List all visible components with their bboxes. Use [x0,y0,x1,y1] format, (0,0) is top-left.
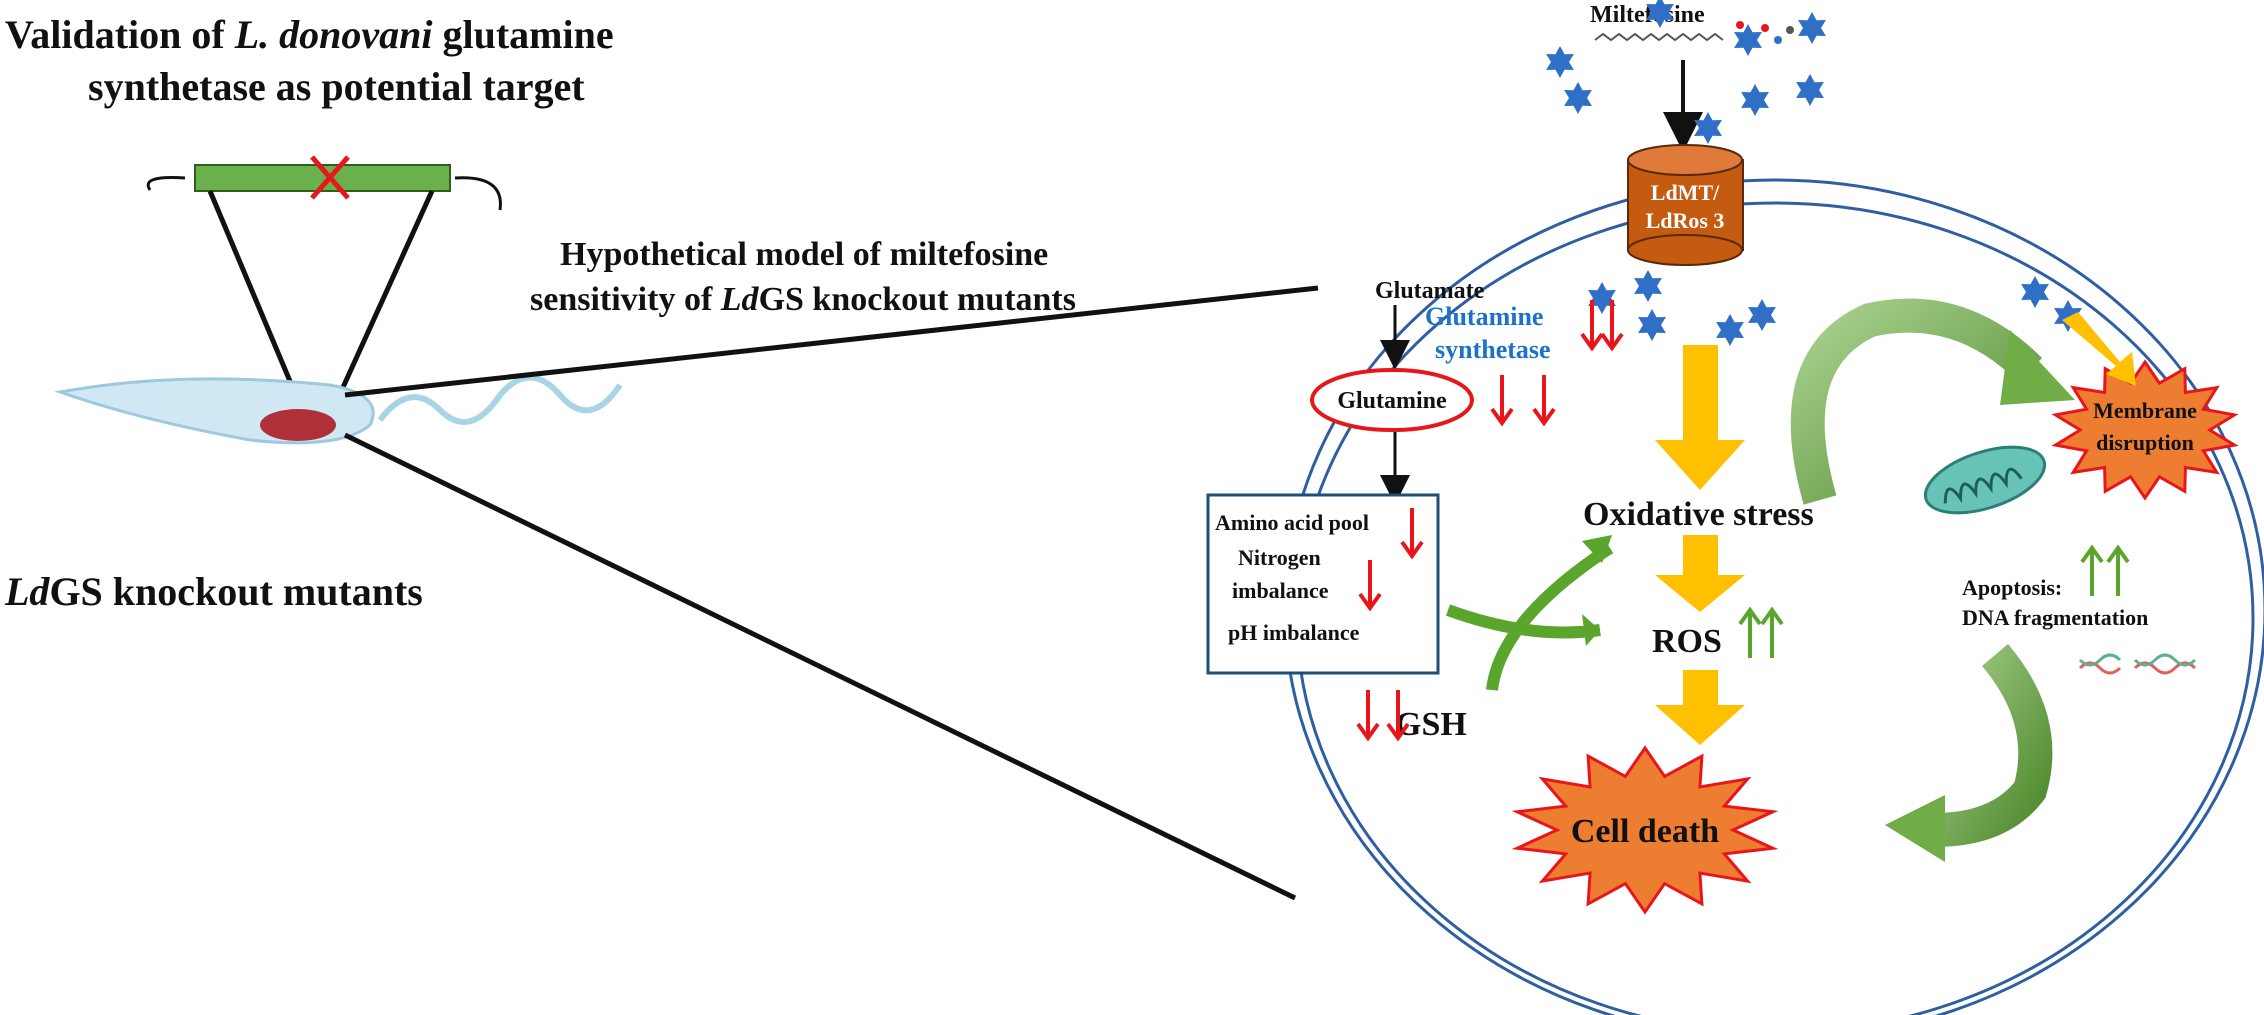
down-arrow-icon [1400,508,1424,560]
drug-star-icon [2054,300,2082,332]
cell-death-label: Cell death [1571,813,1719,850]
model-title-line1: Hypothetical model of miltefosine [560,236,1048,273]
gene-flank-right [454,176,502,211]
up-arrow-icon [1738,606,1762,658]
drug-star-icon [1741,84,1769,116]
curve-apoptosis-to-death-head [1885,795,1945,862]
down-arrow-icon [1580,300,1604,352]
glutamine-label: Glutamine [1337,388,1447,414]
up-arrow-icon [1760,606,1784,658]
up-arrow-icon [2106,544,2130,596]
drug-star-icon [1796,74,1824,106]
dna-fragment-icon [2078,653,2197,675]
down-arrow-icon [1358,560,1382,612]
left-title-line2: synthetase as potential target [88,64,585,109]
transporter-label-line2: LdRos 3 [1646,208,1725,233]
zoom-line-top [344,285,1319,398]
drug-star-icon [1798,12,1826,44]
drug-star-icon [1588,282,1616,314]
curve-box-to-ros [1445,604,1601,639]
drug-star-icon [1716,314,1744,346]
drug-star-icon [1646,0,1674,28]
oxidative-stress-label: Oxidative stress [1583,496,1814,533]
mitochondrion-icon [1923,445,2047,515]
drug-molecule-stars [1546,0,2082,346]
up-arrow-icon [2080,544,2104,596]
drug-star-icon [1638,309,1666,341]
enzyme-label-line2: synthetase [1435,335,1551,364]
membrane-disruption-burst [2051,359,2239,501]
transporter-cylinder [1627,144,1744,266]
down-arrow-icon [1356,690,1380,742]
down-arrow-icon [1490,375,1514,427]
cell-death-burst [1511,745,1779,915]
curve-box-to-ros-head [1582,614,1600,646]
metabolic-effects-box [1206,493,1440,675]
drug-star-icon [1546,46,1574,78]
insert-line-right [332,189,435,407]
down-arrow-icon [1386,690,1410,742]
mutants-label: LdGS knockout mutants [4,569,423,614]
box-ph-imbalance: pH imbalance [1228,620,1360,645]
membrane-label-line2: disruption [2096,430,2194,455]
change-indicators [1356,300,2130,742]
glutamine-node [1310,368,1474,432]
zoom-line-bottom [343,432,1297,901]
flow-arrow-to-ros [1655,535,1745,612]
drug-star-icon [1734,24,1762,56]
membrane-label-line1: Membrane [2093,398,2197,423]
flow-arrow-to-cell-death [1655,670,1745,745]
drug-star-icon [2021,276,2049,308]
box-amino-acid-pool: Amino acid pool [1215,510,1369,535]
left-title-line1: Validation of L. donovani glutamine [5,12,614,57]
miltefosine-label: Miltefosine [1590,2,1705,28]
enzyme-label-line1: Glutamine [1425,302,1543,331]
apoptosis-label-line1: Apoptosis: [1962,575,2062,600]
curve-gsh-to-oxidative [1486,542,1614,691]
drug-star-icon [1694,112,1722,144]
box-imbalance: imbalance [1232,578,1329,603]
knockout-cross-icon [310,155,350,200]
miltefosine-chain-icon [1594,32,1724,42]
down-arrow-icon [1600,300,1624,352]
flow-arrow-to-oxidative [1655,345,1745,490]
curve-apoptosis-to-death [1934,644,2053,847]
insert-line-left [207,190,303,406]
ros-label: ROS [1652,623,1722,660]
down-arrow-icon [1532,375,1556,427]
apoptosis-label-line2: DNA fragmentation [1962,605,2148,630]
gene-flank-left [146,176,186,191]
curve-oxidative-to-membrane-head [2000,330,2075,405]
glutamate-label: Glutamate [1375,278,1485,304]
drug-star-icon [1634,270,1662,302]
transporter-label-line1: LdMT/ [1651,180,1720,205]
box-nitrogen: Nitrogen [1238,545,1321,570]
parasite-illustration [54,374,623,445]
drug-star-icon [1748,299,1776,331]
flow-arrow-to-membrane [2062,312,2136,386]
curve-oxidative-to-membrane [1790,298,2043,505]
drug-star-icon [1564,82,1592,114]
curve-gsh-to-oxidative-head [1582,535,1612,563]
model-title-line2: sensitivity of LdGS knockout mutants [530,281,1076,318]
